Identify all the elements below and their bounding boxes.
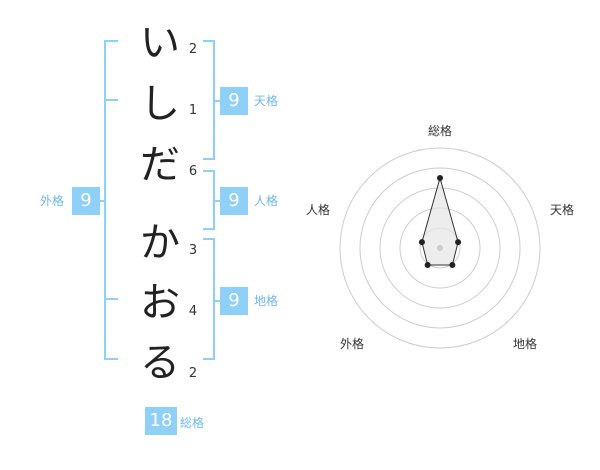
radar-point-2: [455, 239, 462, 246]
name-char-3: だ: [140, 142, 180, 188]
jinkaku-bracket-top: [203, 170, 215, 172]
name-char-2: し: [140, 81, 180, 127]
stroke-count-6: 2: [188, 366, 198, 381]
gaikaku-bracket-tick-lower: [104, 298, 118, 300]
chikaku-bracket-bottom: [203, 358, 215, 360]
radar-ring-5: [339, 147, 541, 349]
tenkaku-bracket-bottom: [203, 158, 215, 160]
jinkaku-label: 人格: [254, 194, 279, 208]
jinkaku-bracket-bottom: [203, 228, 215, 230]
chikaku-connector: [213, 300, 221, 302]
radar-point-1: [437, 175, 443, 181]
radar-series-polygon: [421, 176, 459, 266]
radar-point-3: [449, 261, 456, 268]
name-char-4: か: [140, 220, 180, 266]
radar-axis-label-tenkaku: 天格: [549, 203, 574, 217]
chikaku-bracket-top: [203, 238, 215, 240]
radar-axis-label-chikaku: 地格: [512, 337, 537, 351]
name-char-5: お: [140, 280, 180, 326]
radar-axis-label-jinkaku: 人格: [305, 203, 330, 217]
stroke-count-1: 2: [188, 42, 198, 57]
name-char-6: る: [140, 340, 180, 386]
jinkaku-value: 9: [220, 187, 248, 215]
chikaku-value: 9: [220, 287, 248, 315]
gaikaku-bracket-tick-upper: [104, 99, 118, 101]
chikaku-label: 地格: [254, 294, 279, 308]
tenkaku-connector: [213, 100, 221, 102]
radar-ring-4: [359, 167, 521, 329]
name-char-1: い: [140, 20, 180, 66]
soukaku-label: 総格: [180, 416, 205, 430]
jinkaku-connector: [213, 200, 221, 202]
radar-axis-label-gaikaku: 外格: [339, 337, 364, 351]
tenkaku-bracket-top: [203, 40, 215, 42]
chikaku-bracket-vertical: [213, 238, 215, 360]
stroke-count-4: 3: [188, 243, 198, 258]
soukaku-value: 18: [145, 407, 177, 435]
radar-axis-label-soukaku: 総格: [427, 124, 452, 138]
stroke-count-3: 6: [188, 164, 198, 179]
gaikaku-connector: [100, 200, 106, 202]
gaikaku-value: 9: [72, 187, 100, 215]
radar-center-dot: [437, 245, 443, 251]
tenkaku-value: 9: [220, 87, 248, 115]
gaikaku-bracket-top: [104, 40, 118, 42]
tenkaku-label: 天格: [254, 94, 279, 108]
stroke-count-2: 1: [188, 103, 198, 118]
radar-point-5: [418, 239, 425, 246]
gaikaku-label: 外格: [40, 194, 65, 208]
radar-point-4: [424, 261, 431, 268]
gaikaku-bracket-bottom: [104, 358, 118, 360]
stroke-count-5: 4: [188, 304, 198, 319]
